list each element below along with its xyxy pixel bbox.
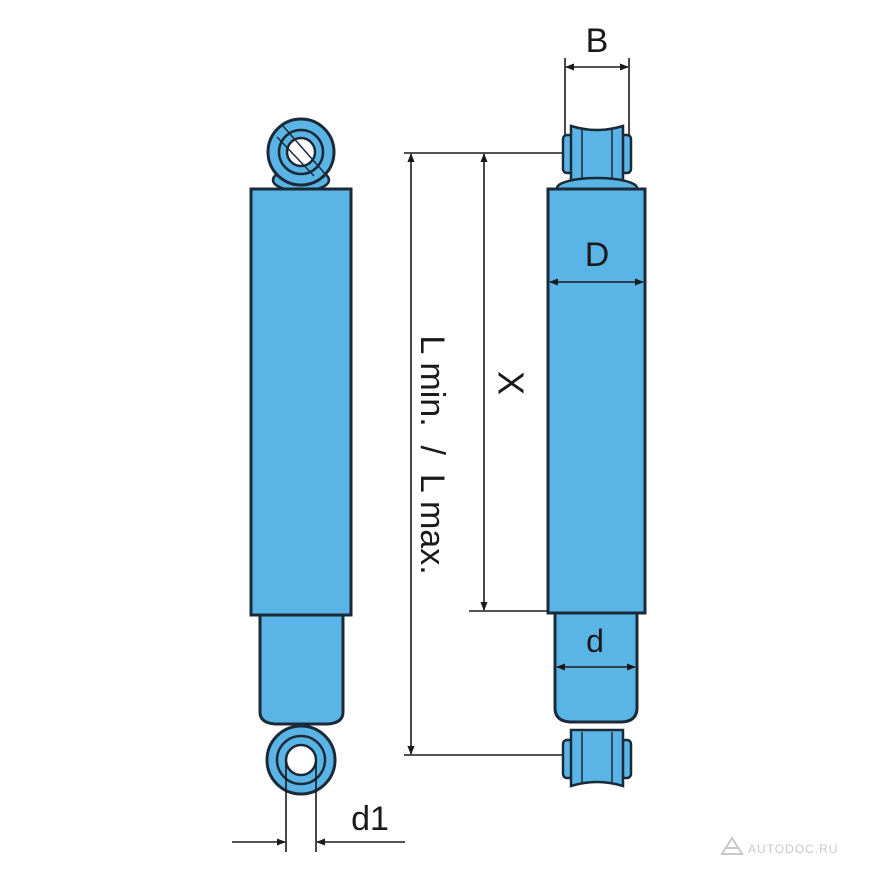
lower-tube <box>258 613 345 726</box>
side-view-shock-absorber <box>546 124 647 788</box>
length-dimensions <box>404 152 562 756</box>
top-bushing <box>555 124 639 200</box>
bottom-eye-mount <box>265 724 337 796</box>
d-label: d <box>586 623 604 659</box>
b-label: B <box>586 22 609 60</box>
b-dimension <box>564 58 630 135</box>
D-label: D <box>585 236 610 274</box>
watermark: AUTODOC.RU <box>720 836 838 856</box>
top-eye-mount <box>266 117 336 193</box>
length-label: L min. / L max. <box>413 335 451 574</box>
outer-cylinder <box>249 187 353 617</box>
x-label: X <box>490 371 531 395</box>
outer-cylinder-side <box>546 187 647 615</box>
autodoc-logo-icon <box>720 836 744 855</box>
d1-label: d1 <box>351 800 389 838</box>
bottom-bushing <box>561 728 633 788</box>
front-view-shock-absorber <box>249 117 353 796</box>
d1-dimension <box>232 762 405 852</box>
watermark-text: AUTODOC.RU <box>748 842 838 856</box>
